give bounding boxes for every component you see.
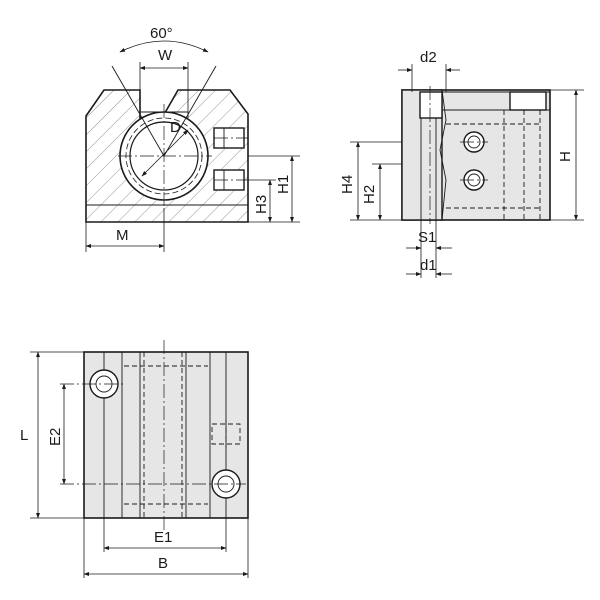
- h2-label: H2: [361, 185, 378, 204]
- set-screw-lower: [213, 169, 250, 191]
- side-screw-lower: [460, 169, 488, 191]
- w-label: W: [158, 47, 173, 64]
- d2-label: d2: [420, 49, 437, 66]
- b-label: B: [158, 555, 168, 572]
- d1-label: d1: [420, 257, 437, 274]
- diameter-label: D: [170, 119, 181, 136]
- l-label: L: [20, 427, 28, 444]
- set-screw-upper: [213, 127, 248, 149]
- top-view: L E2 E1 B: [20, 340, 249, 578]
- mounting-hole-lower-right: [60, 469, 246, 499]
- h4-label: H4: [339, 175, 356, 194]
- angle-label: 60°: [150, 25, 173, 42]
- h-label: H: [557, 151, 574, 162]
- h1-label: H1: [275, 175, 292, 194]
- mounting-hole-upper-left: [60, 369, 124, 399]
- side-view: d2 H H4 H2 S1 d1: [339, 49, 584, 278]
- m-label: M: [116, 227, 129, 244]
- s1-label: S1: [418, 229, 436, 246]
- h3-label: H3: [253, 195, 270, 214]
- e1-label: E1: [154, 529, 172, 546]
- side-screw-upper: [460, 131, 488, 153]
- e2-label: E2: [47, 428, 64, 446]
- front-section-view: 60° W D M H1 H3: [85, 25, 300, 252]
